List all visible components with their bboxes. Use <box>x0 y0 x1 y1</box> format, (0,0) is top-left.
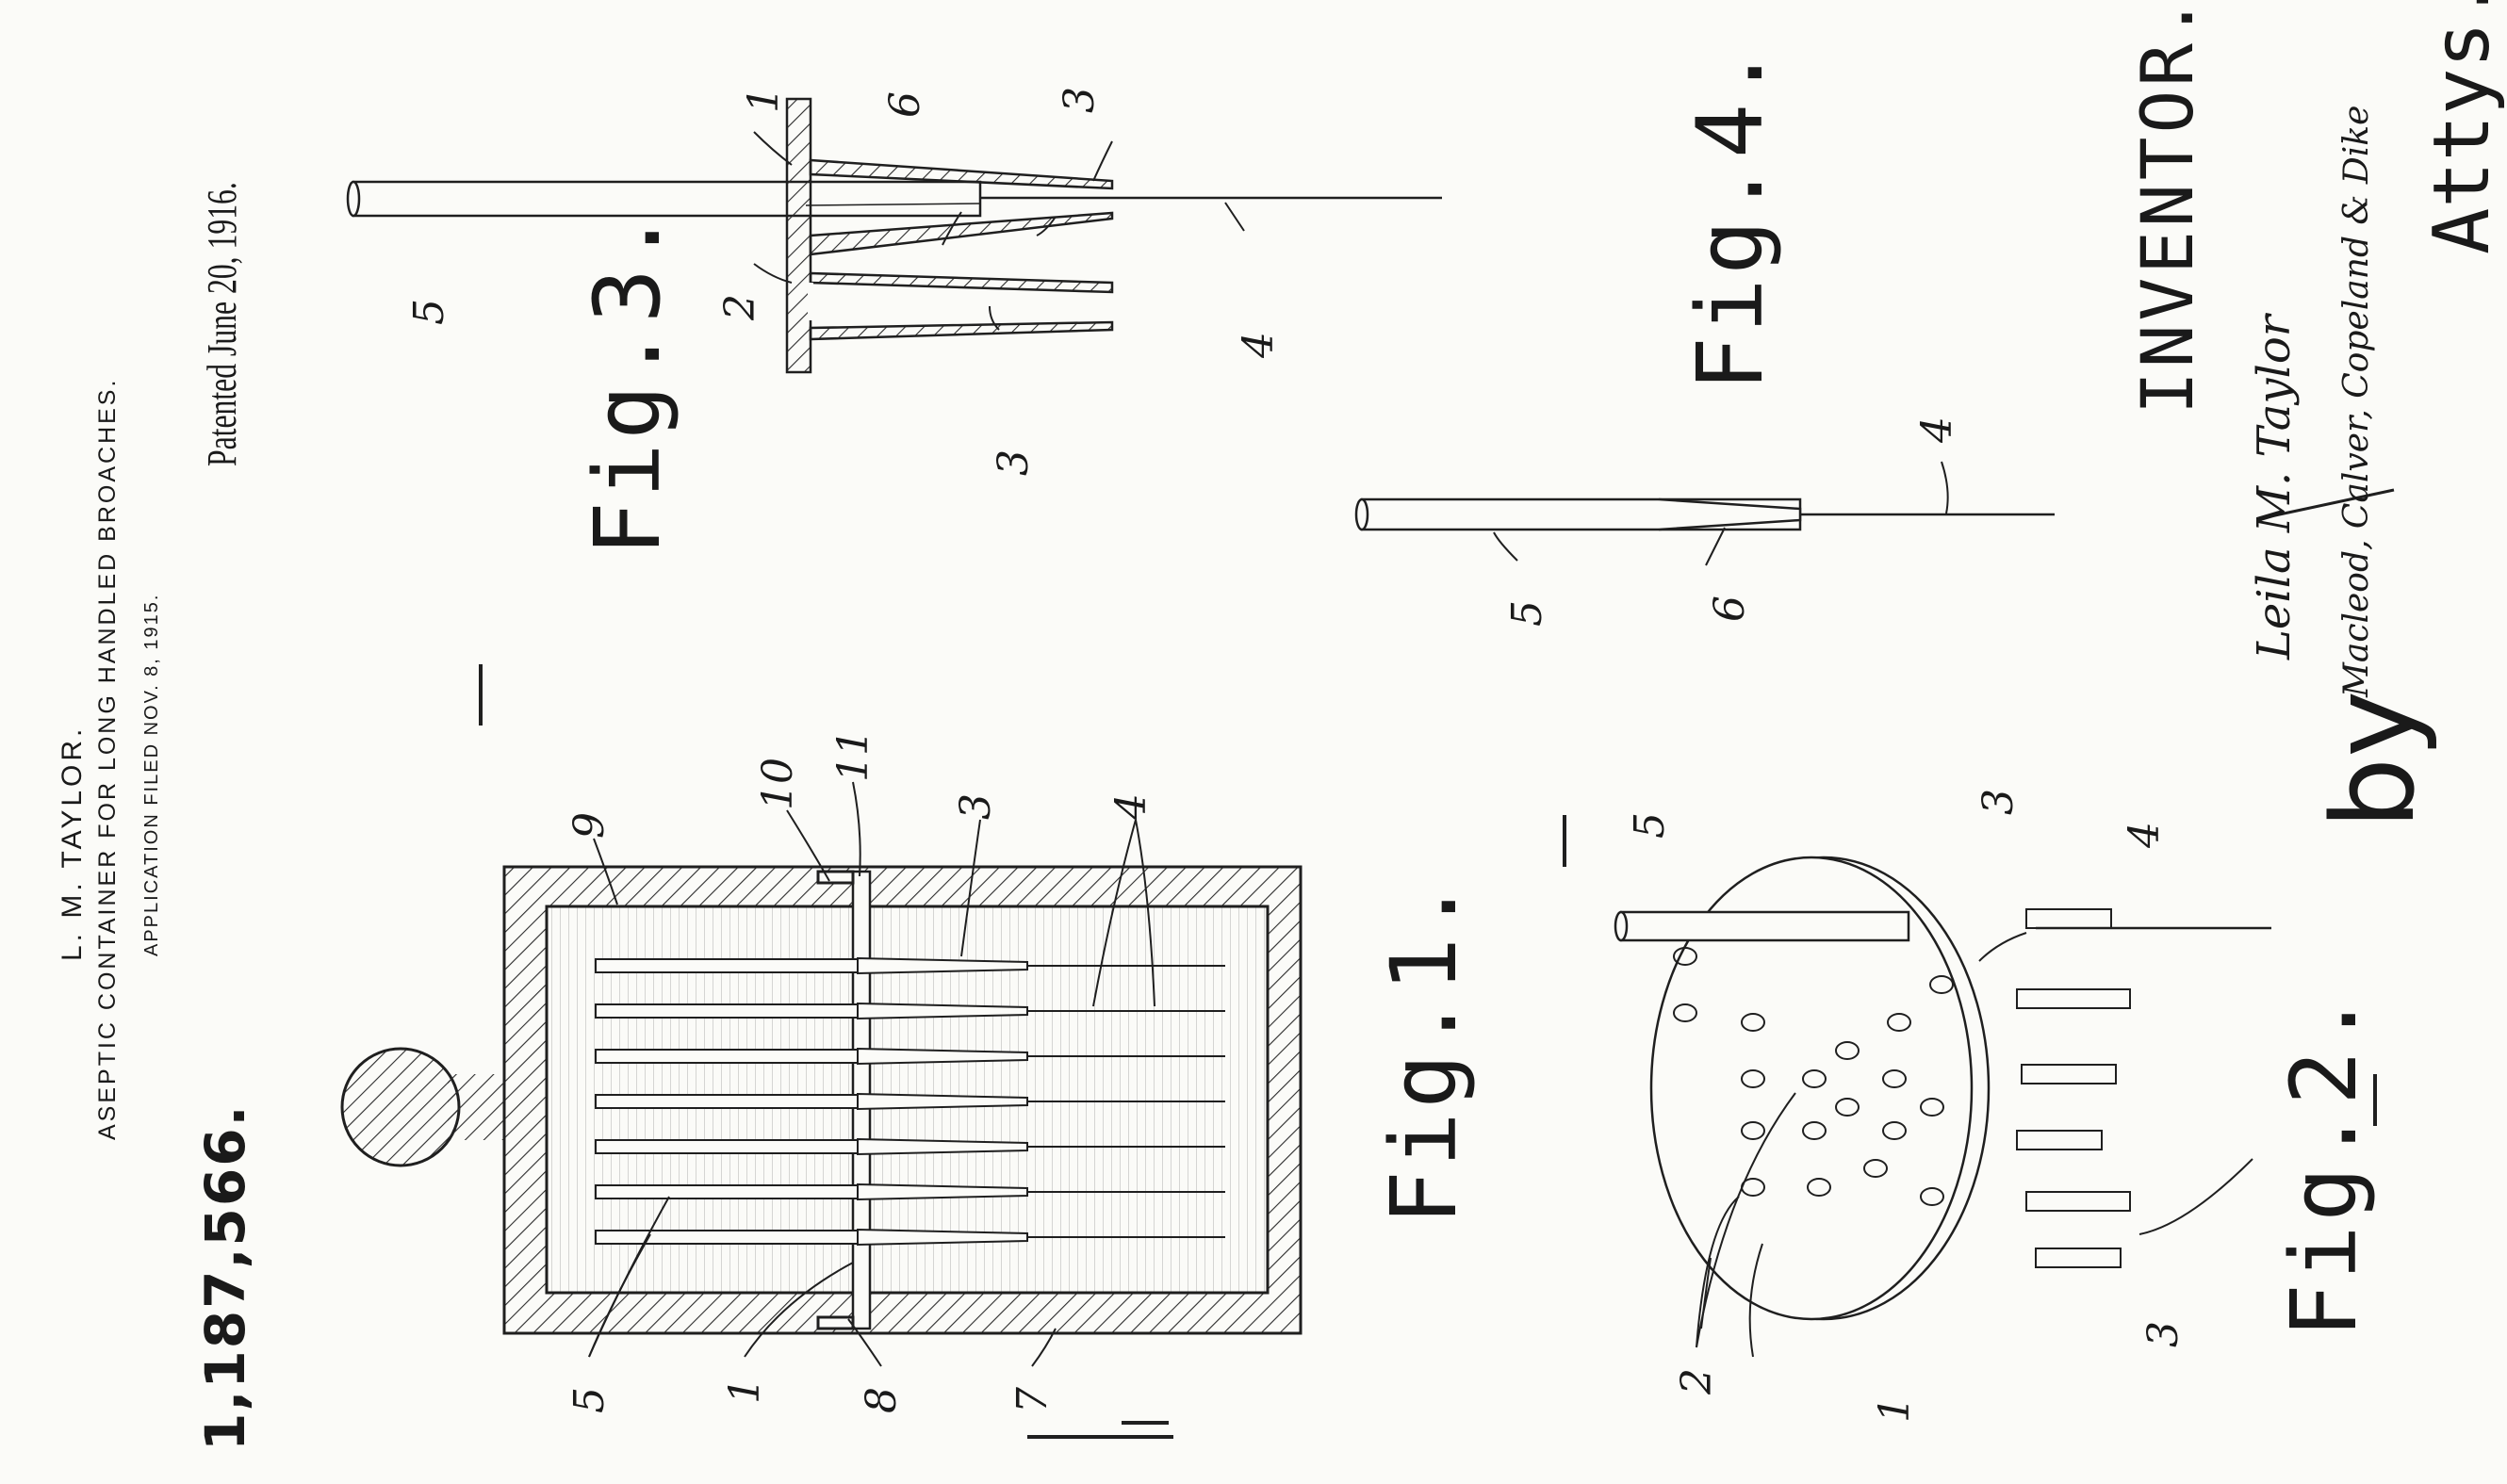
fig4-ref-5: 5 <box>1503 600 1551 627</box>
fig1-ref-1: 1 <box>721 1378 769 1404</box>
attorneys-signature: Macleod, Calver, Copeland & Dike <box>2337 105 2376 697</box>
fig2-leaders <box>1696 932 2253 1358</box>
fig4-leaders <box>1493 461 1949 566</box>
fig2-handle <box>1619 910 1910 942</box>
fig1-broach <box>595 1137 1225 1156</box>
fig3-label: Fig.3. <box>575 206 680 556</box>
fig2-ref-5: 5 <box>1626 812 1674 839</box>
fig2-ref-1: 1 <box>1871 1396 1919 1423</box>
fig1-label: Fig.1. <box>1371 875 1477 1225</box>
fig3-ref-3b: 3 <box>990 449 1038 476</box>
fig2-drawing <box>1614 856 2271 1358</box>
fig1-ref-8: 8 <box>858 1387 906 1413</box>
fig3-ref-5: 5 <box>405 299 453 325</box>
fig-underlines <box>479 664 2377 1439</box>
fig3-ref-3: 3 <box>1056 87 1104 113</box>
fig1-broach <box>595 1092 1225 1111</box>
fig1-knob-neck <box>448 1074 504 1140</box>
fig4-ref-4: 4 <box>1913 416 1961 443</box>
by-stroke <box>2261 488 2395 520</box>
fig1-notch-bottom <box>816 1315 855 1330</box>
fig1-knob <box>340 1047 461 1167</box>
fig2-ref-3b: 3 <box>2139 1321 2187 1347</box>
fig1-ref-11: 11 <box>829 729 877 782</box>
application-filed: APPLICATION FILED NOV. 8, 1915. <box>141 593 162 956</box>
patent-title: ASEPTIC CONTAINER FOR LONG HANDLED BROAC… <box>94 377 121 1140</box>
fig3-ref-2: 2 <box>716 294 764 320</box>
fig1-broach <box>595 1228 1225 1247</box>
fig3-stem-lower <box>809 271 1114 341</box>
inventor-label: INVENTOR. <box>2125 0 2209 415</box>
inventor-signature: Leila M. Taylor <box>2248 315 2301 660</box>
fig4-drawing <box>1354 461 2055 566</box>
fig4-label: Fig.4. <box>1678 41 1783 391</box>
fig1-leaders <box>588 781 1155 1367</box>
fig3-leaders <box>753 131 1245 331</box>
fig1-ref-4: 4 <box>1107 793 1155 820</box>
fig1-broach <box>595 1182 1225 1201</box>
fig3-plate-section <box>785 97 812 374</box>
fig1-broaches <box>595 956 1225 1247</box>
fig1-ref-5: 5 <box>565 1387 614 1413</box>
fig3-handle <box>352 180 982 218</box>
fig2-ref-4: 4 <box>2121 822 2169 848</box>
fig1-ref-10: 10 <box>754 758 802 810</box>
fig3-ref-6: 6 <box>881 91 929 118</box>
fig1-drawing <box>340 781 1303 1367</box>
fig2-ref-2: 2 <box>1673 1368 1721 1394</box>
fig1-broach <box>595 1002 1225 1020</box>
fig1-broach <box>595 956 1225 975</box>
fig2-ref-3: 3 <box>1974 789 2023 815</box>
fig3-ref-1: 1 <box>740 87 788 113</box>
inventor-name-header: L. M. TAYLOR. <box>57 725 88 961</box>
fig3-drawing <box>346 97 1442 374</box>
fig2-stems <box>2016 908 2131 1268</box>
by-label: by <box>2309 690 2440 829</box>
fig3-stem-upper <box>809 158 1114 256</box>
fig3-ref-4: 4 <box>1235 332 1283 358</box>
fig1-ref-3: 3 <box>952 793 1000 820</box>
fig1-ref-7: 7 <box>1008 1387 1057 1413</box>
patent-date: Patented June 20, 1916. <box>199 182 245 467</box>
fig4-ref-6: 6 <box>1706 595 1754 622</box>
fig2-holes <box>1673 947 1954 1206</box>
fig1-broach <box>595 1047 1225 1066</box>
fig1-notch-top <box>816 870 855 885</box>
fig1-ref-9: 9 <box>565 812 614 839</box>
fig2-label: Fig.2. <box>2271 988 2377 1338</box>
attys-label: Attys. <box>2417 0 2507 254</box>
patent-number: 1,187,566. <box>193 1103 257 1451</box>
